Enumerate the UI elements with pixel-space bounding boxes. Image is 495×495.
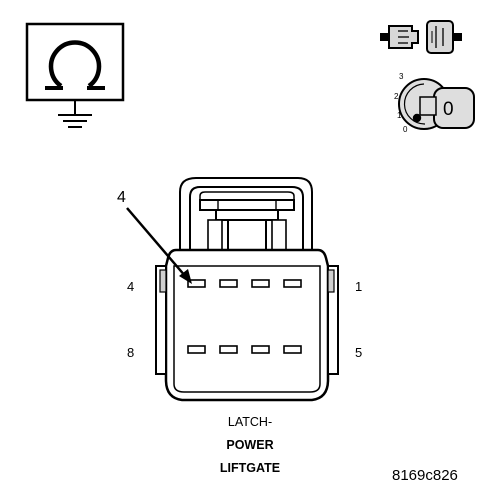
- figure-id: 8169c826: [392, 467, 458, 484]
- cavity-8: [187, 345, 206, 354]
- cavity-5: [283, 345, 302, 354]
- caption-line-2: POWER: [226, 438, 274, 452]
- ignition-key-off-icon: 3 2 1 0 0: [394, 72, 475, 134]
- latch-center: [227, 219, 267, 253]
- cavity-3: [219, 279, 238, 288]
- caption-line-3: LIFTGATE: [219, 461, 281, 475]
- caption-line-1: LATCH-: [227, 415, 273, 429]
- ignition-position-3: 3: [399, 72, 404, 81]
- cavity-1: [283, 279, 302, 288]
- connector-disconnect-icon: [380, 20, 462, 54]
- pin-label-bottom-right: 5: [355, 345, 363, 360]
- cavity-7: [219, 345, 238, 354]
- callout-label: 4: [117, 189, 126, 206]
- ohmmeter-ground-icon: [25, 22, 125, 128]
- pin-label-top-right: 1: [355, 279, 363, 294]
- latch-outer: [199, 199, 295, 211]
- latch-tab: [215, 209, 279, 221]
- connector-face: [126, 177, 339, 402]
- ignition-position-2: 2: [394, 92, 399, 101]
- callout-arrow: [126, 207, 187, 278]
- connector-housing: [164, 248, 330, 402]
- cavity-2: [251, 279, 270, 288]
- cavity-4: [187, 279, 206, 288]
- ignition-position-1: 1: [397, 111, 402, 120]
- pin-label-top-left: 4: [127, 279, 135, 294]
- pin-label-bottom-left: 8: [127, 345, 135, 360]
- cavity-6: [251, 345, 270, 354]
- key-label: 0: [443, 99, 454, 120]
- ignition-position-0: 0: [403, 125, 408, 134]
